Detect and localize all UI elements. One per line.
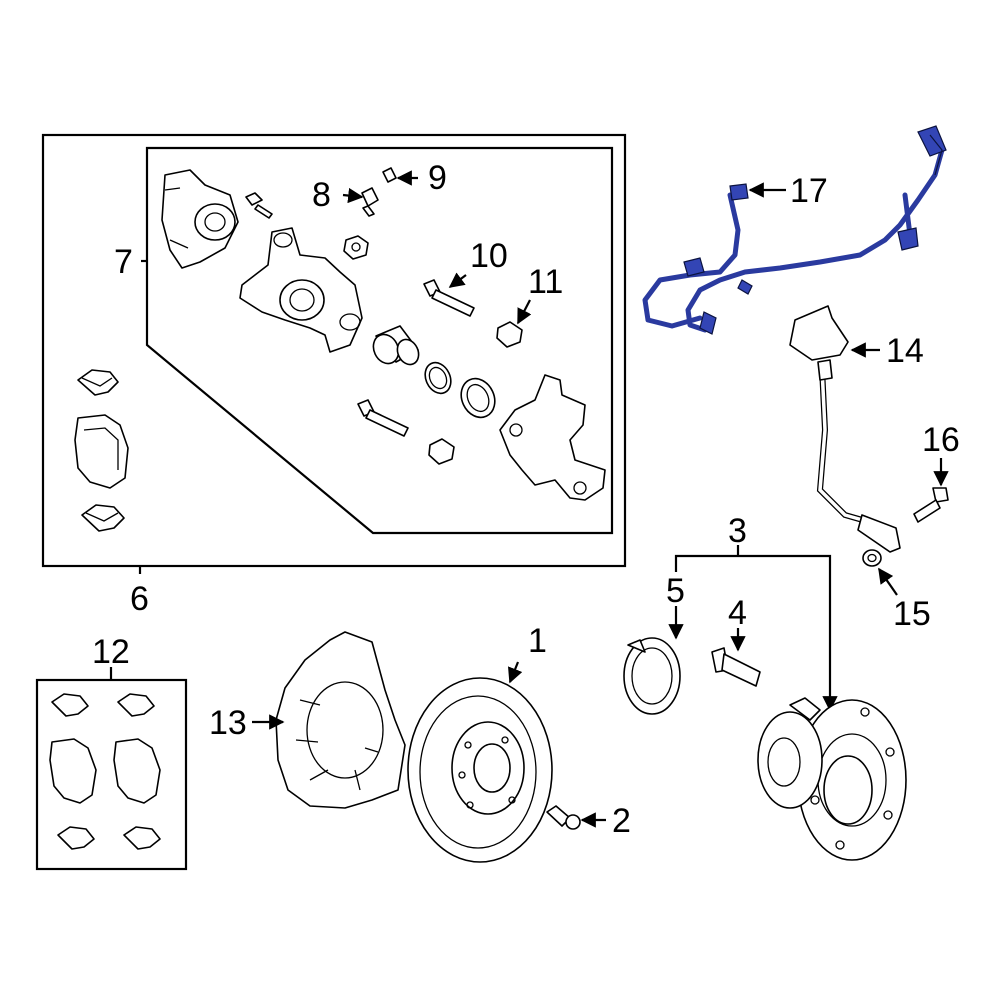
hose-bolt-16: [913, 487, 949, 523]
caliper-bracket: [499, 374, 606, 501]
callout-3: 3: [728, 512, 747, 550]
callout-5: 5: [666, 572, 685, 610]
callout-15: 15: [893, 595, 931, 633]
abs-sensor-harness: [642, 125, 947, 335]
pad-clip-lower: [81, 504, 125, 532]
caliper-housing: [161, 169, 239, 269]
dust-boot: [460, 377, 496, 419]
callout-11: 11: [528, 263, 563, 301]
lower-guide-pin: [357, 399, 409, 437]
rotor-screw-2: [546, 805, 581, 830]
callout-16: 16: [922, 421, 960, 459]
leader-lines: [252, 170, 949, 828]
callout-13: 13: [209, 704, 247, 742]
wheel-stud-4: [711, 647, 761, 687]
brake-pad: [74, 414, 129, 489]
lower-guide-bushing: [428, 438, 455, 465]
callout-1: 1: [528, 622, 547, 660]
bleeder-cap-9: [382, 167, 397, 183]
pad-kit-parts: [49, 693, 161, 850]
caliper-carrier: [239, 227, 363, 353]
guide-bushing-11: [496, 321, 523, 348]
callout-4: 4: [728, 594, 747, 632]
piston-seal: [424, 361, 452, 395]
callout-10: 10: [470, 237, 508, 275]
bleeder-screw-8: [361, 187, 379, 217]
caliper-piston: [372, 325, 420, 366]
copper-washer-15: [862, 549, 882, 567]
callout-12: 12: [92, 633, 130, 671]
caliper-assembly-frame: [41, 133, 627, 574]
hub-bracket-line: [674, 545, 838, 712]
guide-pin-10: [423, 279, 475, 317]
callout-7: 7: [114, 243, 133, 281]
caliper-nut: [343, 235, 369, 260]
abs-tone-ring-5: [623, 637, 681, 715]
callout-2: 2: [612, 802, 631, 840]
pad-kit-frame: [35, 667, 188, 871]
wheel-hub: [757, 697, 907, 861]
brake-hose: [789, 305, 901, 553]
brake-rotor: [407, 677, 553, 863]
callout-17: 17: [790, 172, 828, 210]
callout-9: 9: [428, 159, 447, 197]
dust-shield: [275, 631, 406, 809]
callout-6: 6: [130, 580, 149, 618]
callout-14: 14: [886, 332, 924, 370]
pad-clip-upper: [77, 369, 119, 396]
caliper-bolt: [245, 192, 273, 219]
callout-8: 8: [312, 176, 331, 214]
